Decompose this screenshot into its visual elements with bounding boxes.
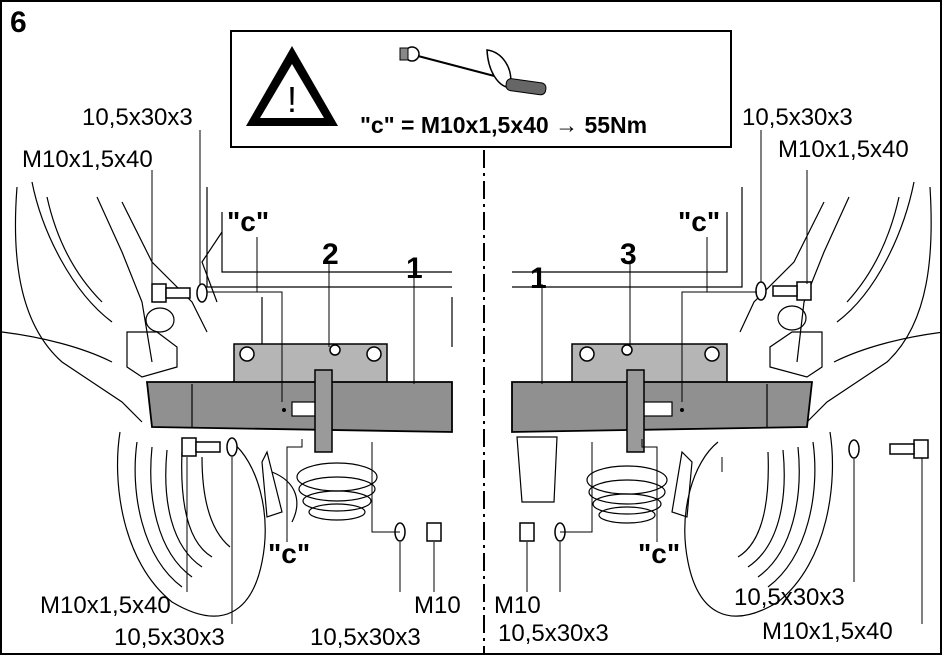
label-washer-bottom-right: 10,5x30x3 bbox=[734, 584, 845, 611]
label-washer-center-right: 10,5x30x3 bbox=[498, 620, 609, 647]
label-washer-top-right: 10,5x30x3 bbox=[742, 104, 853, 131]
right-vehicle bbox=[512, 181, 940, 617]
nut-bottom-left bbox=[394, 522, 442, 542]
left-vehicle bbox=[2, 181, 453, 617]
leader-lines-left bbox=[151, 130, 435, 624]
callout-c-bottom-right: "c" bbox=[638, 538, 681, 569]
tow-bracket-left bbox=[314, 369, 333, 453]
torque-specification: "c" = M10x1,5x40 → 55Nm bbox=[360, 112, 648, 138]
bolt-top-right bbox=[755, 281, 812, 301]
label-bolt-bottom-right: M10x1,5x40 bbox=[762, 618, 893, 645]
nut-bottom-right bbox=[519, 522, 566, 542]
bolt-bottom-right bbox=[848, 439, 929, 459]
label-washer-top-left: 10,5x30x3 bbox=[82, 104, 193, 131]
step-number: 6 bbox=[10, 6, 27, 39]
label-bolt-top-left: M10x1,5x40 bbox=[22, 146, 153, 173]
tow-bracket-right bbox=[626, 369, 645, 453]
label-nut-center-right: M10 bbox=[494, 592, 541, 619]
label-bolt-top-right: M10x1,5x40 bbox=[778, 136, 909, 163]
bolt-bottom-left bbox=[181, 437, 238, 457]
label-washer-center-left: 10,5x30x3 bbox=[310, 624, 421, 651]
bolt-top-left bbox=[151, 283, 208, 303]
torque-wrench-icon bbox=[399, 46, 547, 96]
callout-c-bottom-left: "c" bbox=[268, 538, 311, 569]
callout-part-1-left: 1 bbox=[406, 252, 423, 285]
svg-text:!: ! bbox=[287, 79, 297, 120]
callout-c-top-left: "c" bbox=[227, 206, 270, 237]
warning-box: ! "c" = M10x1,5x40 → 55Nm bbox=[230, 30, 732, 148]
callout-part-2: 2 bbox=[322, 238, 339, 271]
callout-part-3: 3 bbox=[620, 238, 637, 271]
warning-triangle-icon: ! bbox=[246, 46, 338, 126]
label-nut-center-left: M10 bbox=[414, 592, 461, 619]
label-washer-bottom-left: 10,5x30x3 bbox=[114, 624, 225, 651]
callout-part-1-right: 1 bbox=[530, 262, 547, 295]
leader-lines-right bbox=[526, 130, 923, 624]
callout-c-top-right: "c" bbox=[678, 206, 721, 237]
label-bolt-bottom-left: M10x1,5x40 bbox=[40, 592, 171, 619]
